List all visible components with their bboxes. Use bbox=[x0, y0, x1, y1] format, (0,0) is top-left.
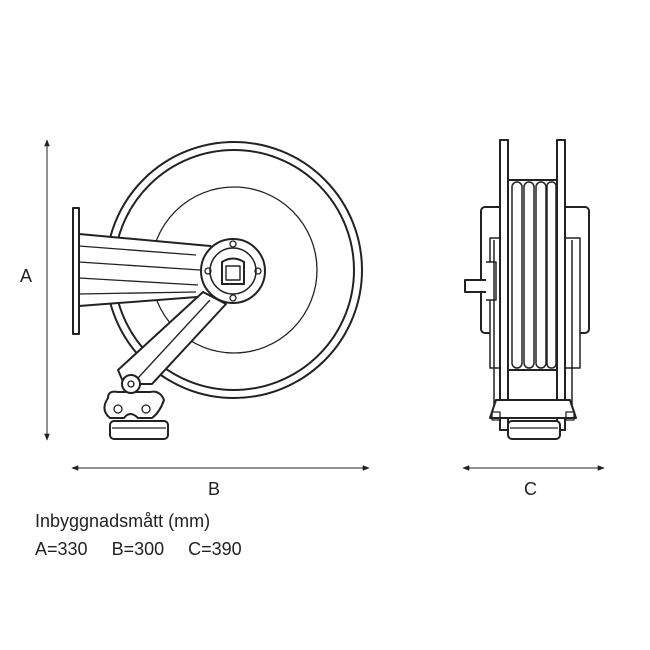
hose-coil-3 bbox=[535, 181, 547, 369]
caption-title: Inbyggnadsmått (mm) bbox=[35, 511, 211, 531]
roller-guide-base bbox=[109, 420, 169, 440]
hub-stirrup bbox=[221, 257, 245, 285]
dimension-value-a: A=330 bbox=[35, 539, 88, 559]
dimension-label-a: A bbox=[20, 266, 33, 286]
right-flange bbox=[556, 139, 566, 431]
hose-coil-2 bbox=[523, 181, 535, 369]
front-roller-base bbox=[507, 420, 561, 440]
hose-coil-4 bbox=[546, 181, 557, 369]
front-roller-guide bbox=[489, 399, 577, 419]
dimension-value-b: B=300 bbox=[111, 539, 165, 559]
front-view bbox=[464, 139, 590, 440]
hose-coil-1 bbox=[511, 181, 523, 369]
dimension-label-c: C bbox=[524, 479, 537, 499]
side-view bbox=[72, 141, 363, 440]
roller-guide-body bbox=[103, 390, 165, 419]
left-flange bbox=[499, 139, 509, 431]
dimension-value-c: C=390 bbox=[188, 539, 242, 559]
caption-values: A=330 B=300 C=390 bbox=[35, 539, 242, 560]
dimension-label-b: B bbox=[208, 479, 221, 499]
